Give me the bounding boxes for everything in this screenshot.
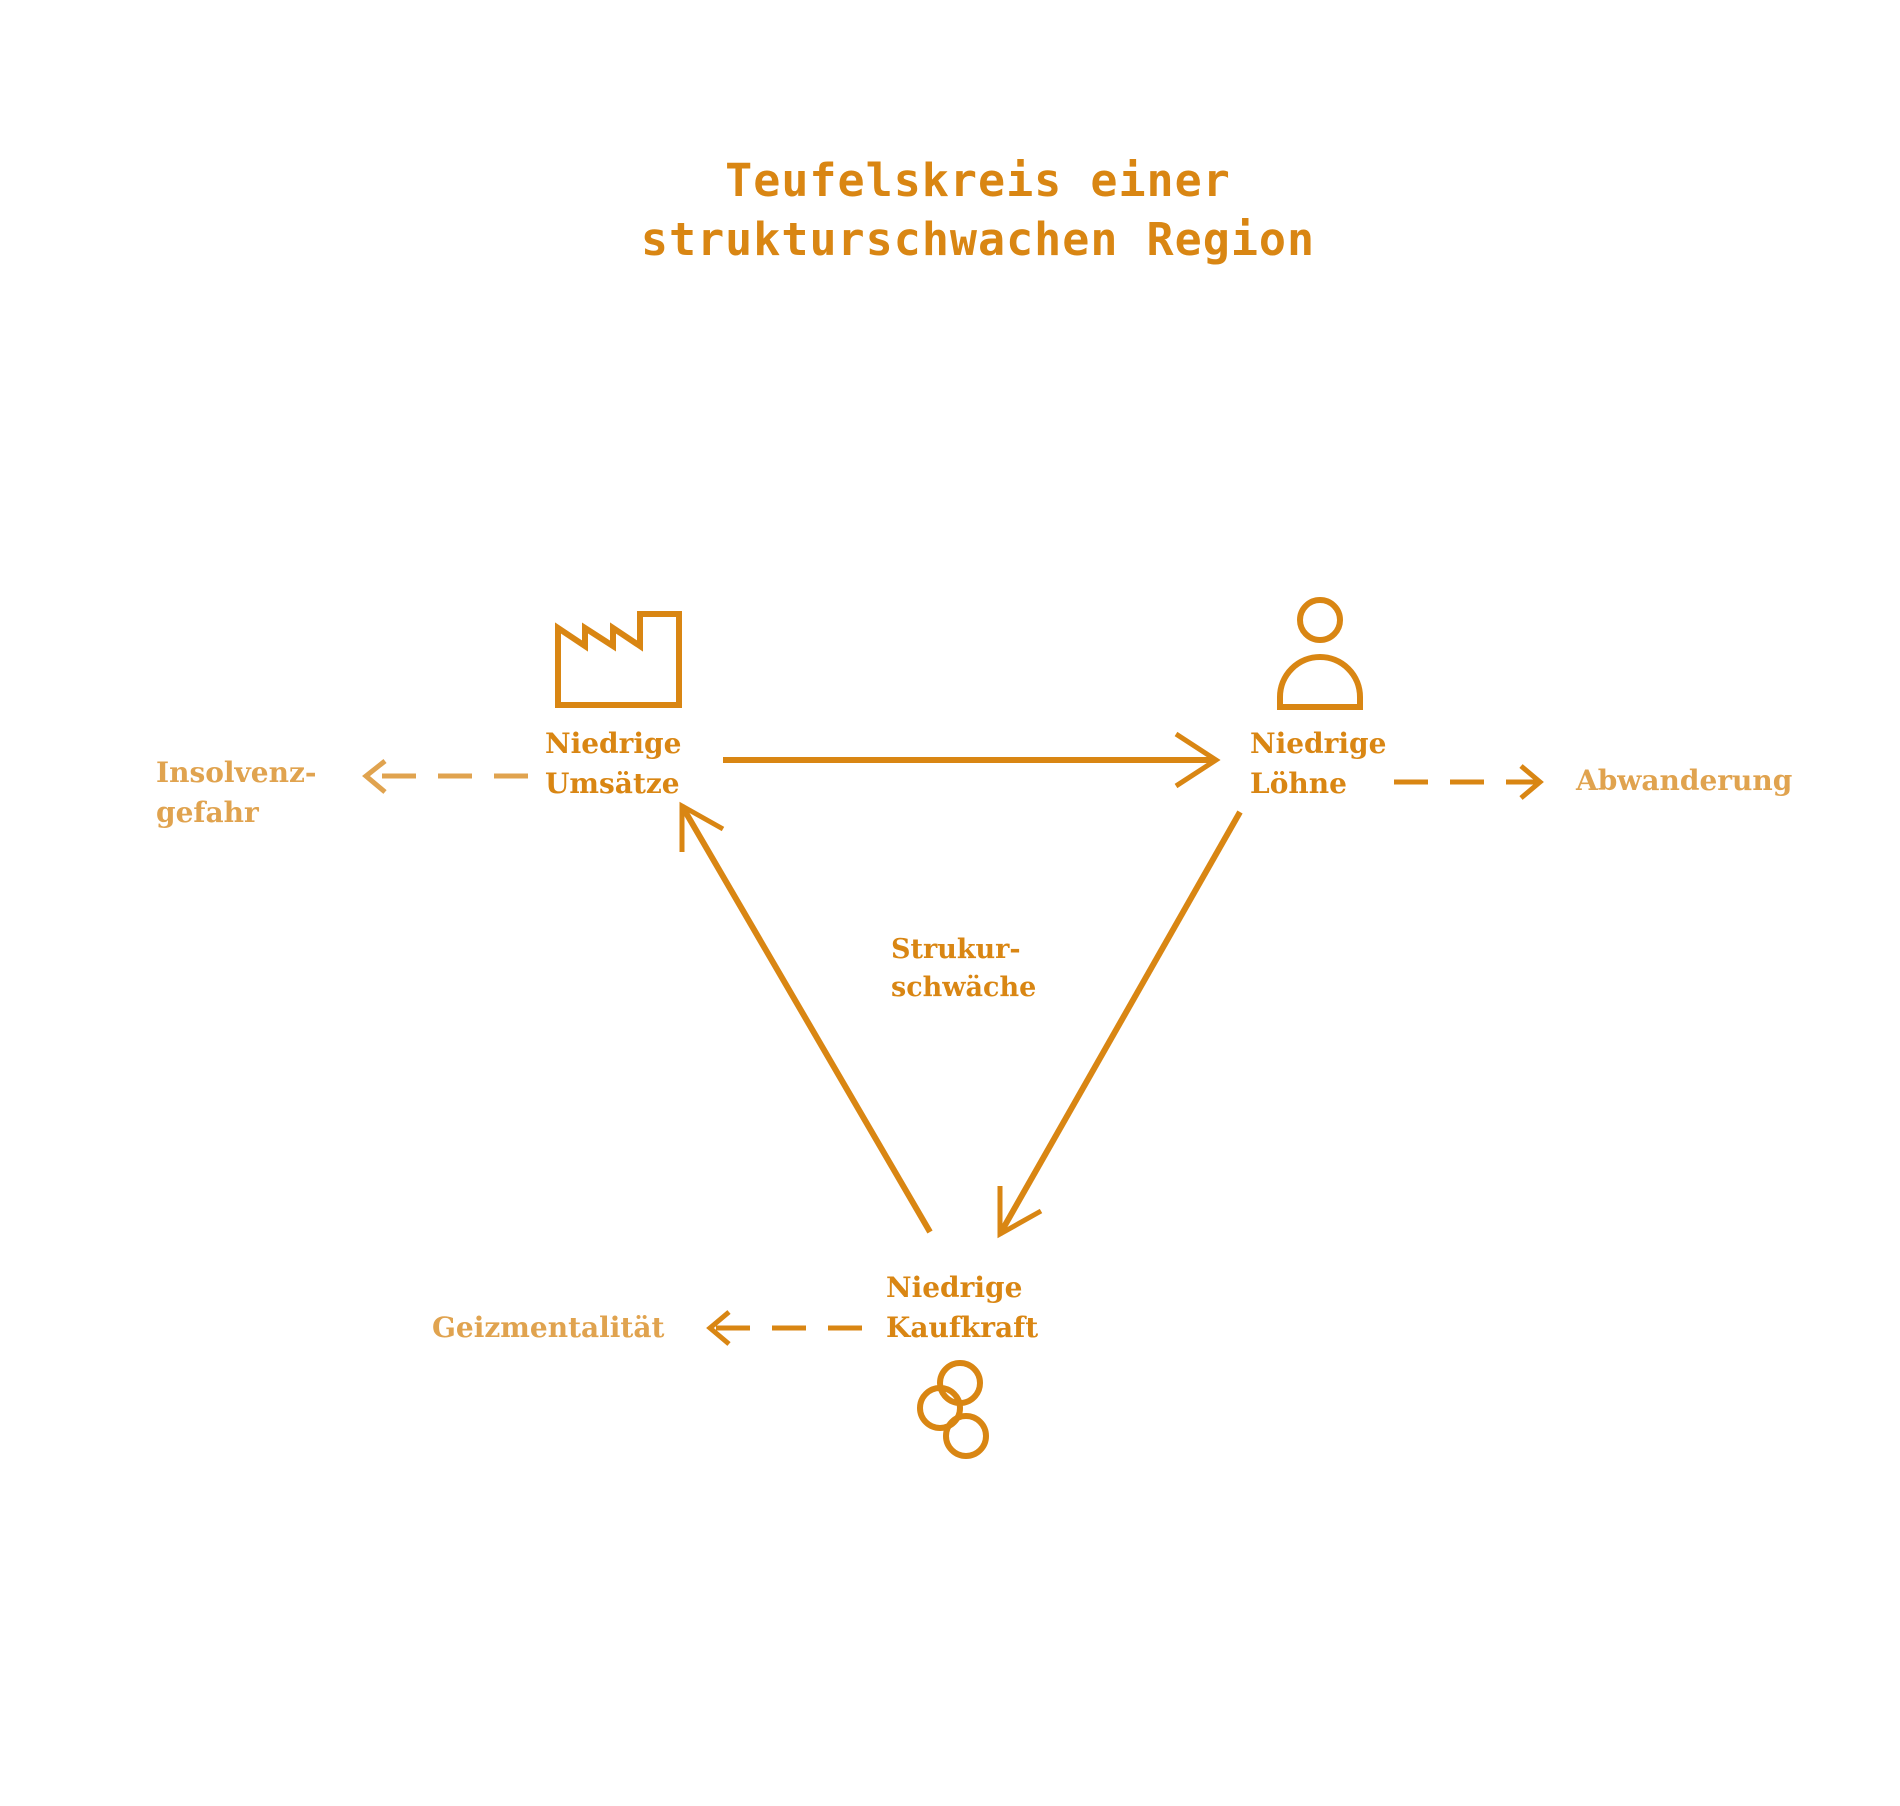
arrow-kaufkraft-to-umsaetze bbox=[679, 801, 933, 1234]
arrow-loehne-to-kaufkraft bbox=[997, 810, 1243, 1239]
node-umsaetze-line-1: Niedrige bbox=[545, 727, 681, 760]
node-loehne-line-1: Niedrige bbox=[1250, 727, 1386, 760]
effect-insolvenzgefahr: Insolvenz- gefahr bbox=[156, 756, 317, 829]
effect-abwanderung-line-1: Abwanderung bbox=[1575, 764, 1792, 797]
effect-insolvenz-line-1: Insolvenz- bbox=[156, 756, 317, 789]
coins-icon bbox=[917, 1360, 989, 1459]
title: Teufelskreis einer strukturschwachen Reg… bbox=[641, 154, 1315, 266]
node-umsaetze-line-2: Umsätze bbox=[545, 767, 680, 800]
title-line-1: Teufelskreis einer bbox=[725, 154, 1231, 207]
center-label: Strukur- schwäche bbox=[891, 934, 1036, 1003]
center-label-line-1: Strukur- bbox=[891, 934, 1021, 965]
factory-icon bbox=[555, 611, 682, 708]
dashed-arrow-abwanderung bbox=[1394, 764, 1544, 800]
effect-geiz-line-1: Geizmentalität bbox=[432, 1311, 664, 1344]
arrow-umsaetze-to-loehne bbox=[723, 731, 1221, 789]
node-niedrige-umsaetze: Niedrige Umsätze bbox=[545, 727, 681, 800]
effect-abwanderung: Abwanderung bbox=[1575, 764, 1792, 797]
center-label-line-2: schwäche bbox=[891, 972, 1036, 1003]
person-icon bbox=[1277, 597, 1363, 710]
title-line-2: strukturschwachen Region bbox=[641, 213, 1315, 266]
effect-geizmentalitaet: Geizmentalität bbox=[432, 1311, 664, 1344]
node-kaufkraft-line-2: Kaufkraft bbox=[886, 1311, 1038, 1344]
node-niedrige-kaufkraft: Niedrige Kaufkraft bbox=[886, 1271, 1038, 1344]
node-loehne-line-2: Löhne bbox=[1250, 767, 1347, 800]
dashed-arrow-geiz bbox=[706, 1310, 862, 1346]
node-niedrige-loehne: Niedrige Löhne bbox=[1250, 727, 1386, 800]
node-kaufkraft-line-1: Niedrige bbox=[886, 1271, 1022, 1304]
dashed-arrow-insolvenz bbox=[362, 759, 528, 794]
effect-insolvenz-line-2: gefahr bbox=[156, 796, 260, 829]
